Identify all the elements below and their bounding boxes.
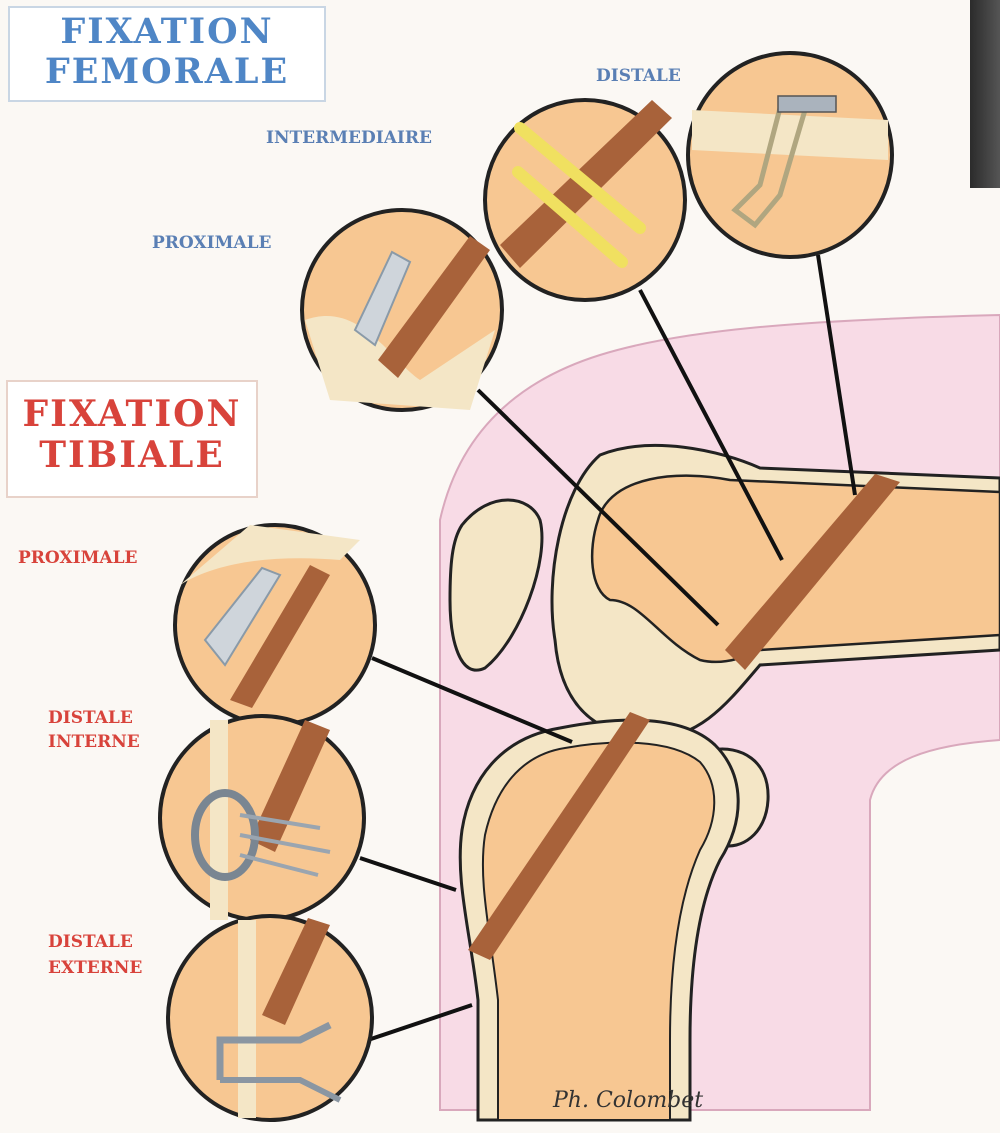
label-tibial-distale-externe-1: DISTALE [48,932,133,952]
tibial-distale-externe-detail [168,916,372,1120]
tibial-distale-interne-detail [160,716,364,920]
label-tibial-distale-interne-1: DISTALE [48,708,133,728]
tibial-fixation-title: FIXATION TIBIALE [6,380,258,498]
label-tibial-distale-externe-2: EXTERNE [48,958,142,978]
tibial-title-line1: FIXATION [8,394,256,435]
femoral-proximale-detail [302,210,502,410]
label-tibial-proximale: PROXIMALE [18,548,137,568]
author-signature: Ph. Colombet [553,1088,703,1113]
image-edge [970,0,1000,188]
tibial-title-line2: TIBIALE [8,435,256,476]
femoral-title-line2: FEMORALE [10,52,324,92]
label-femoral-proximale: PROXIMALE [152,233,271,253]
femoral-title-line1: FIXATION [10,12,324,52]
label-tibial-distale-interne-2: INTERNE [48,732,140,752]
label-femoral-distale: DISTALE [596,66,681,86]
tibial-proximale-detail [175,525,375,725]
femoral-intermediaire-detail [485,100,685,300]
femoral-fixation-title: FIXATION FEMORALE [8,6,326,102]
label-femoral-intermediaire: INTERMEDIAIRE [266,128,432,148]
femoral-distale-detail [688,53,892,257]
